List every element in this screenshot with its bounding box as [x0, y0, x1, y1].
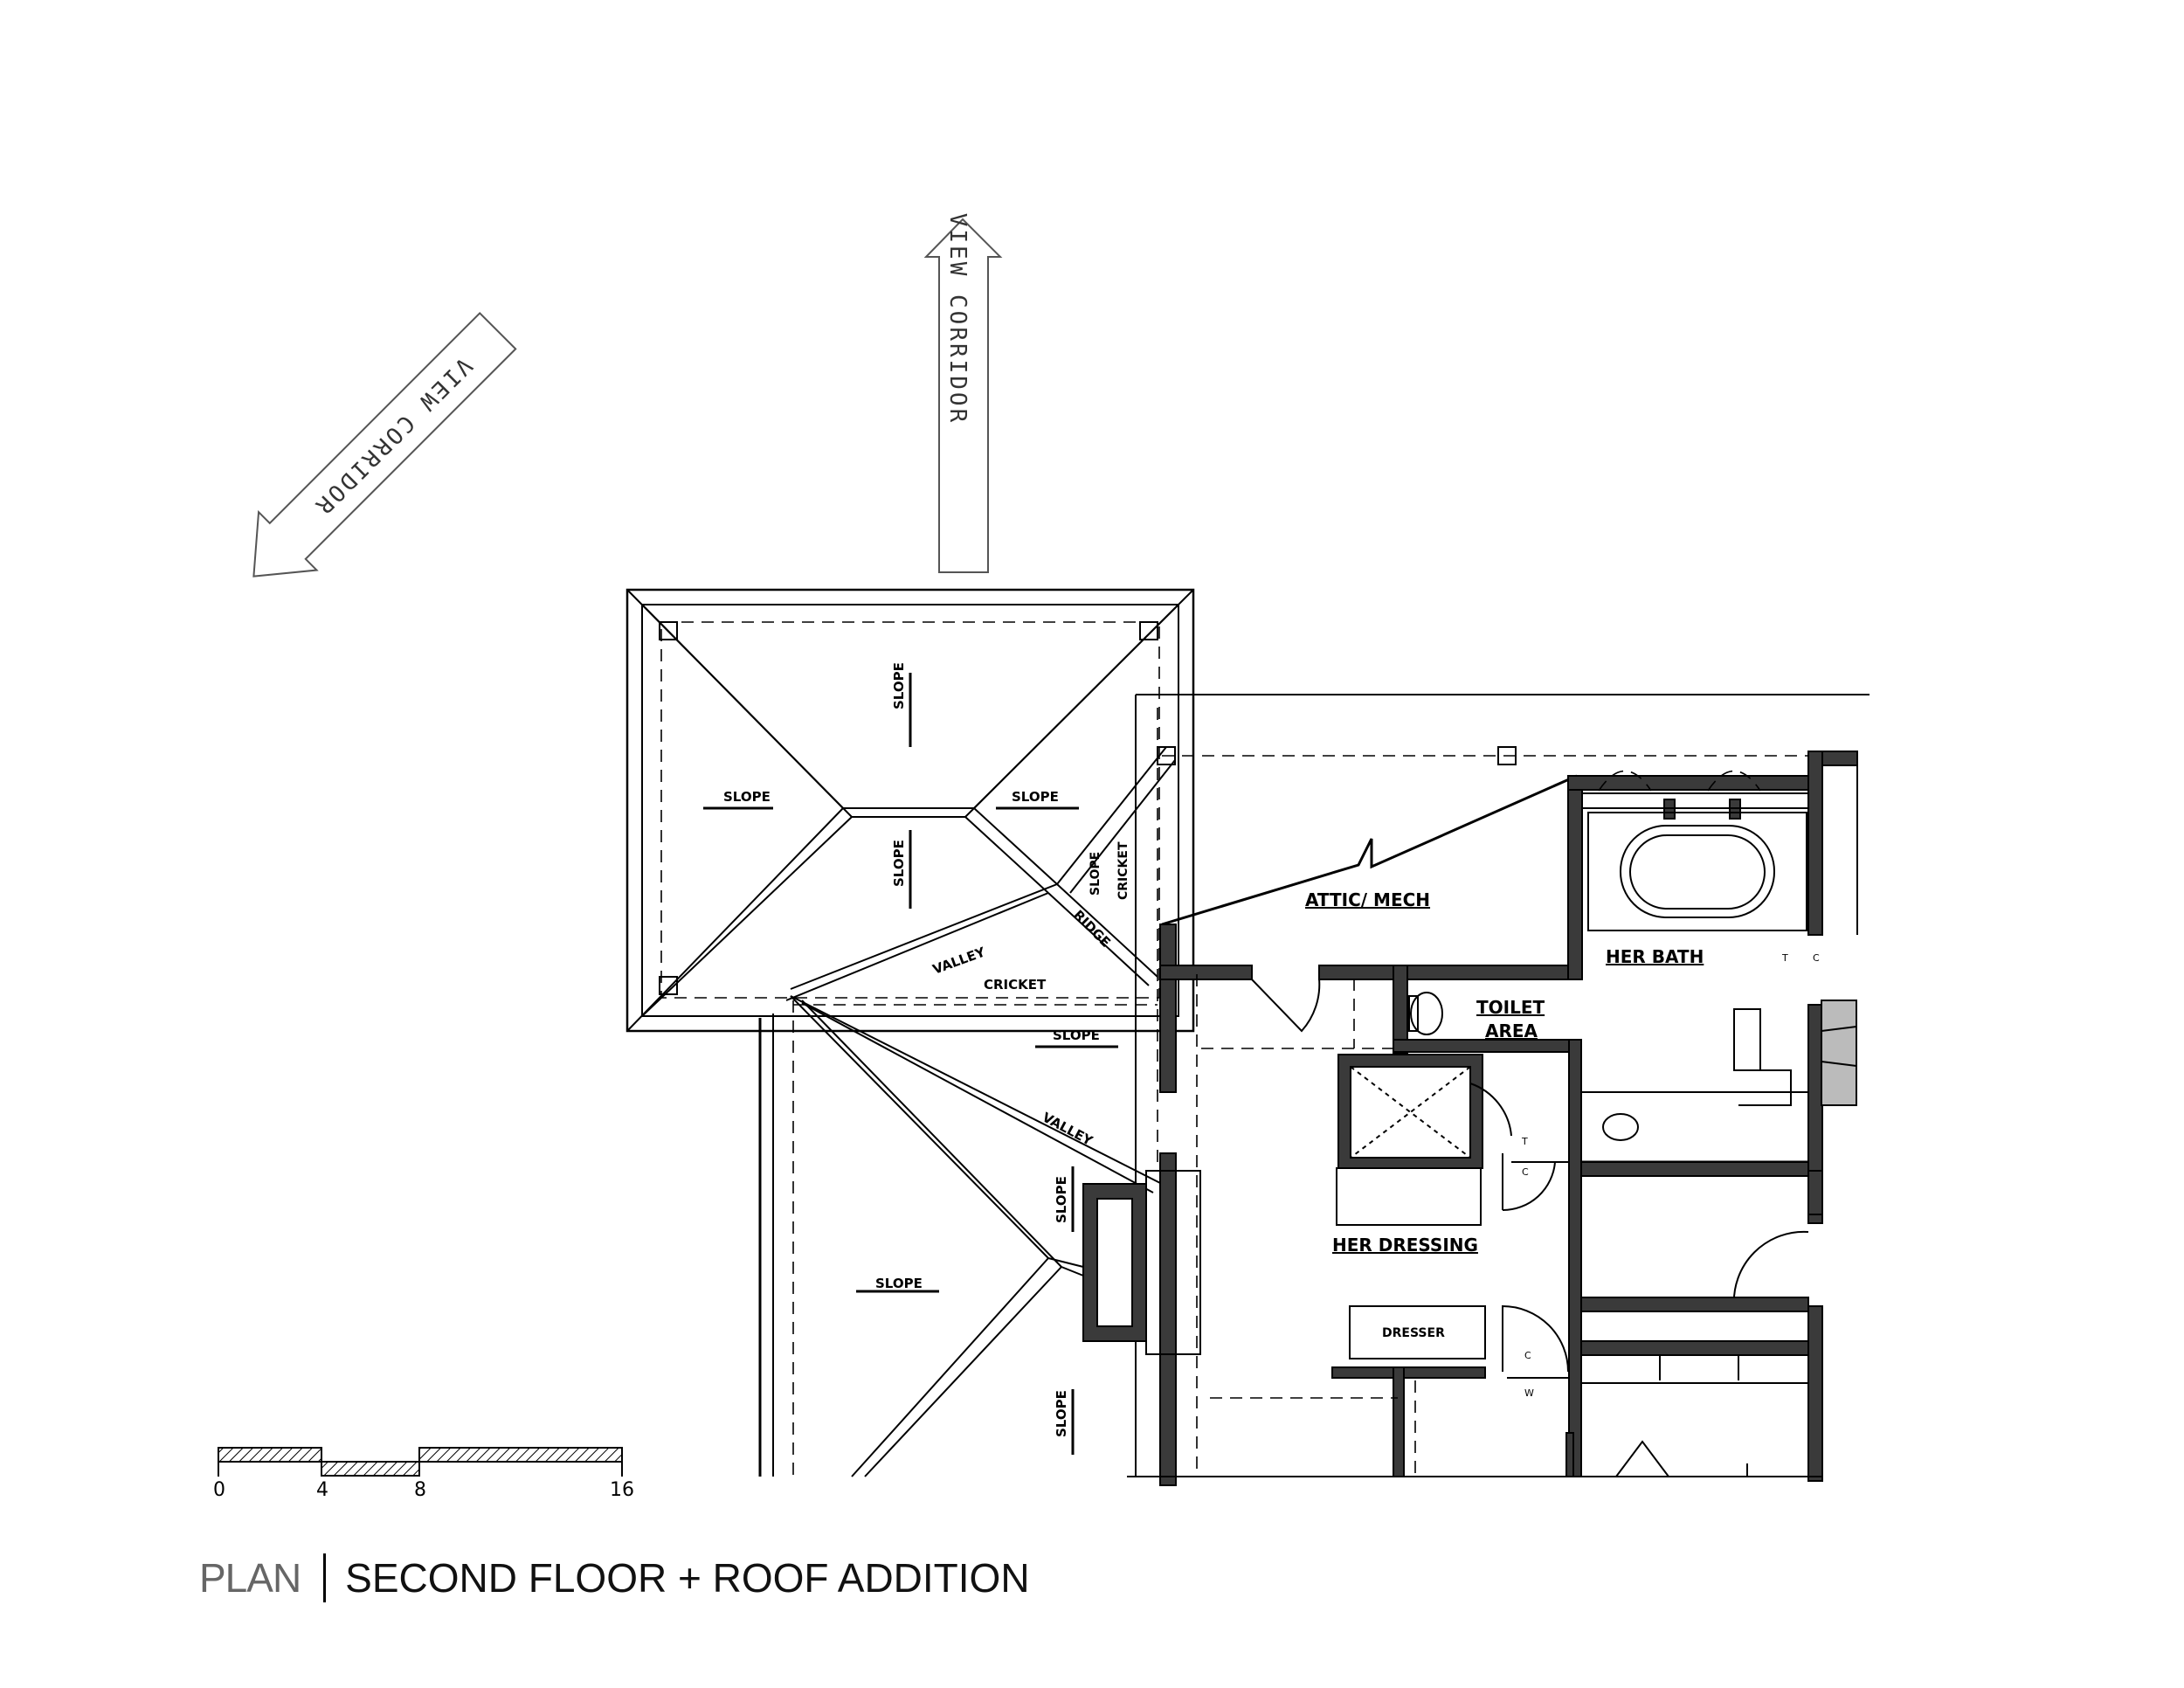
svg-text:SLOPE: SLOPE — [891, 662, 907, 709]
svg-text:C: C — [1813, 952, 1820, 964]
svg-text:W: W — [1524, 1387, 1534, 1399]
scale-bar: 0 4 8 16 — [213, 1447, 634, 1501]
cricket-valley-lines — [785, 746, 1176, 1001]
scale-tick-4: 4 — [316, 1479, 328, 1501]
view-corridor-arrow-northwest: VIEW CORRIDOR — [252, 311, 517, 578]
view-corridor-arrow-north: VIEW CORRIDOR — [923, 213, 1003, 573]
svg-text:SLOPE: SLOPE — [1012, 789, 1059, 805]
upper-hip-roof — [625, 588, 1195, 1033]
svg-text:T: T — [1521, 1136, 1528, 1147]
title-block: PLAN SECOND FLOOR + ROOF ADDITION — [199, 1552, 1030, 1604]
svg-text:VALLEY: VALLEY — [1040, 1110, 1096, 1150]
room-attic-label: ATTIC/ MECH — [1305, 889, 1430, 910]
view-corridor-north-label: VIEW CORRIDOR — [944, 213, 971, 425]
room-her-dressing-label: HER DRESSING — [1332, 1235, 1478, 1256]
room-toilet-label-1: TOILET — [1476, 997, 1545, 1018]
title-prefix: PLAN — [199, 1555, 301, 1601]
svg-text:C: C — [1522, 1166, 1529, 1178]
svg-text:SLOPE: SLOPE — [1089, 852, 1102, 896]
svg-text:T: T — [1781, 952, 1788, 964]
svg-text:C: C — [1524, 1350, 1531, 1361]
svg-text:CRICKET: CRICKET — [984, 977, 1047, 993]
room-toilet-label-2: AREA — [1485, 1020, 1538, 1041]
svg-text:SLOPE: SLOPE — [891, 840, 907, 887]
lower-roof — [758, 995, 1163, 1477]
dresser-label: DRESSER — [1382, 1326, 1445, 1340]
svg-text:SLOPE: SLOPE — [875, 1276, 923, 1291]
svg-text:SLOPE: SLOPE — [723, 789, 771, 805]
title-divider — [323, 1553, 327, 1602]
scale-tick-8: 8 — [414, 1479, 426, 1501]
view-corridor-northwest-label: VIEW CORRIDOR — [308, 352, 477, 521]
svg-text:CRICKET: CRICKET — [1116, 841, 1130, 900]
room-labels: ATTIC/ MECH HER BATH TOILET AREA HER DRE… — [1305, 889, 1704, 1340]
room-her-bath-label: HER BATH — [1606, 946, 1704, 967]
second-floor-plan: T C T C C W — [1082, 694, 1870, 1486]
svg-text:SLOPE: SLOPE — [1054, 1176, 1069, 1223]
scale-tick-16: 16 — [610, 1479, 634, 1501]
svg-text:SLOPE: SLOPE — [1054, 1390, 1069, 1437]
svg-text:SLOPE: SLOPE — [1053, 1027, 1100, 1043]
page-title: SECOND FLOOR + ROOF ADDITION — [345, 1555, 1030, 1601]
scale-tick-0: 0 — [213, 1479, 225, 1501]
